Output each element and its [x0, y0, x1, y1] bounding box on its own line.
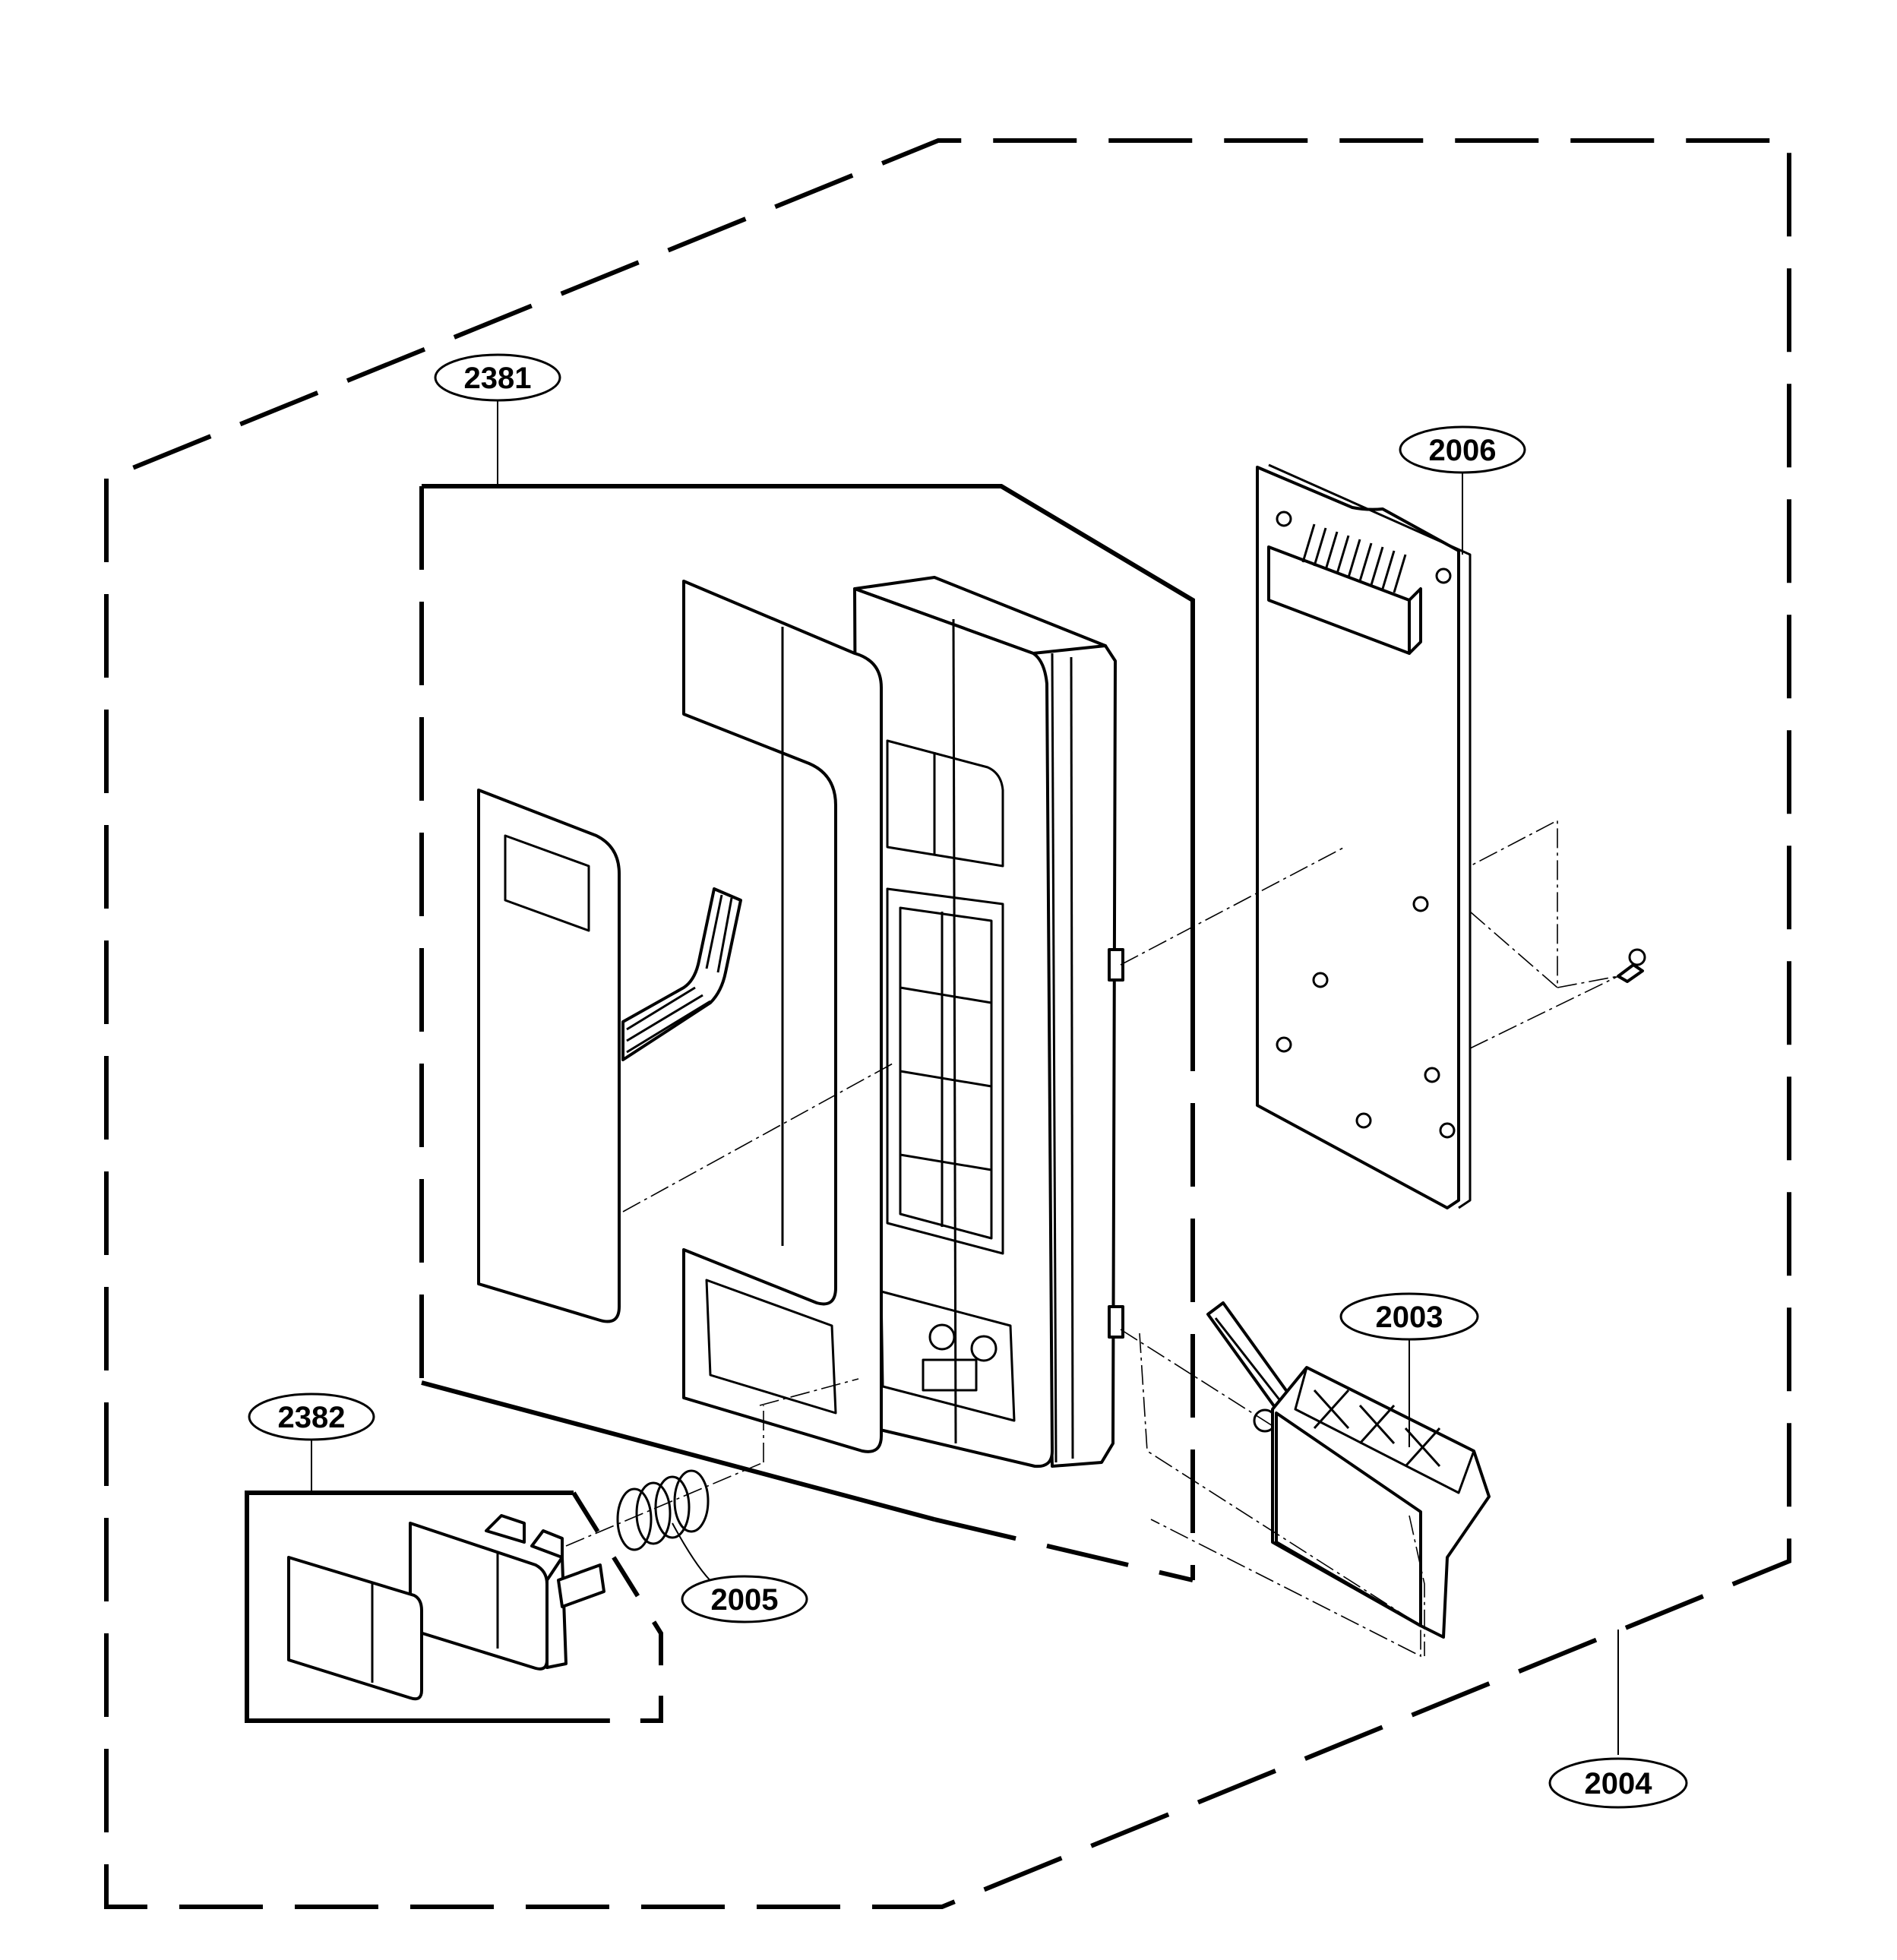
- callout-label-2005: 2005: [711, 1583, 779, 1617]
- callout-label-2381: 2381: [464, 362, 532, 395]
- callout-label-2004: 2004: [1585, 1767, 1653, 1800]
- callout-2006: 2006: [1399, 425, 1526, 474]
- door-latch-lever-2003: [1206, 1301, 1491, 1639]
- subassembly-boundary-2382: [245, 1491, 663, 1723]
- callout-2003: 2003: [1339, 1292, 1479, 1341]
- callout-label-2006: 2006: [1429, 434, 1497, 467]
- screw: [1617, 948, 1646, 983]
- door-button: [409, 1514, 605, 1671]
- assembly-centerlines: [565, 819, 1619, 1658]
- callout-2382: 2382: [248, 1393, 375, 1441]
- control-panel-frame: [853, 576, 1124, 1468]
- callout-label-2382: 2382: [278, 1401, 346, 1434]
- button-cap: [287, 1556, 423, 1701]
- subassembly-boundary-2381: [419, 484, 1195, 1582]
- callout-2381: 2381: [434, 353, 561, 402]
- pcb-2006: [1256, 463, 1472, 1209]
- callout-leaders: [311, 399, 1619, 1755]
- callout-label-2003: 2003: [1376, 1301, 1443, 1334]
- spring-2005: [616, 1469, 710, 1551]
- assembly-boundary-2004: [104, 138, 1791, 1909]
- callout-2005: 2005: [681, 1575, 808, 1623]
- membrane-keypad: [477, 789, 742, 1323]
- decor-sheet: [682, 580, 883, 1453]
- callout-2004: 2004: [1548, 1757, 1688, 1809]
